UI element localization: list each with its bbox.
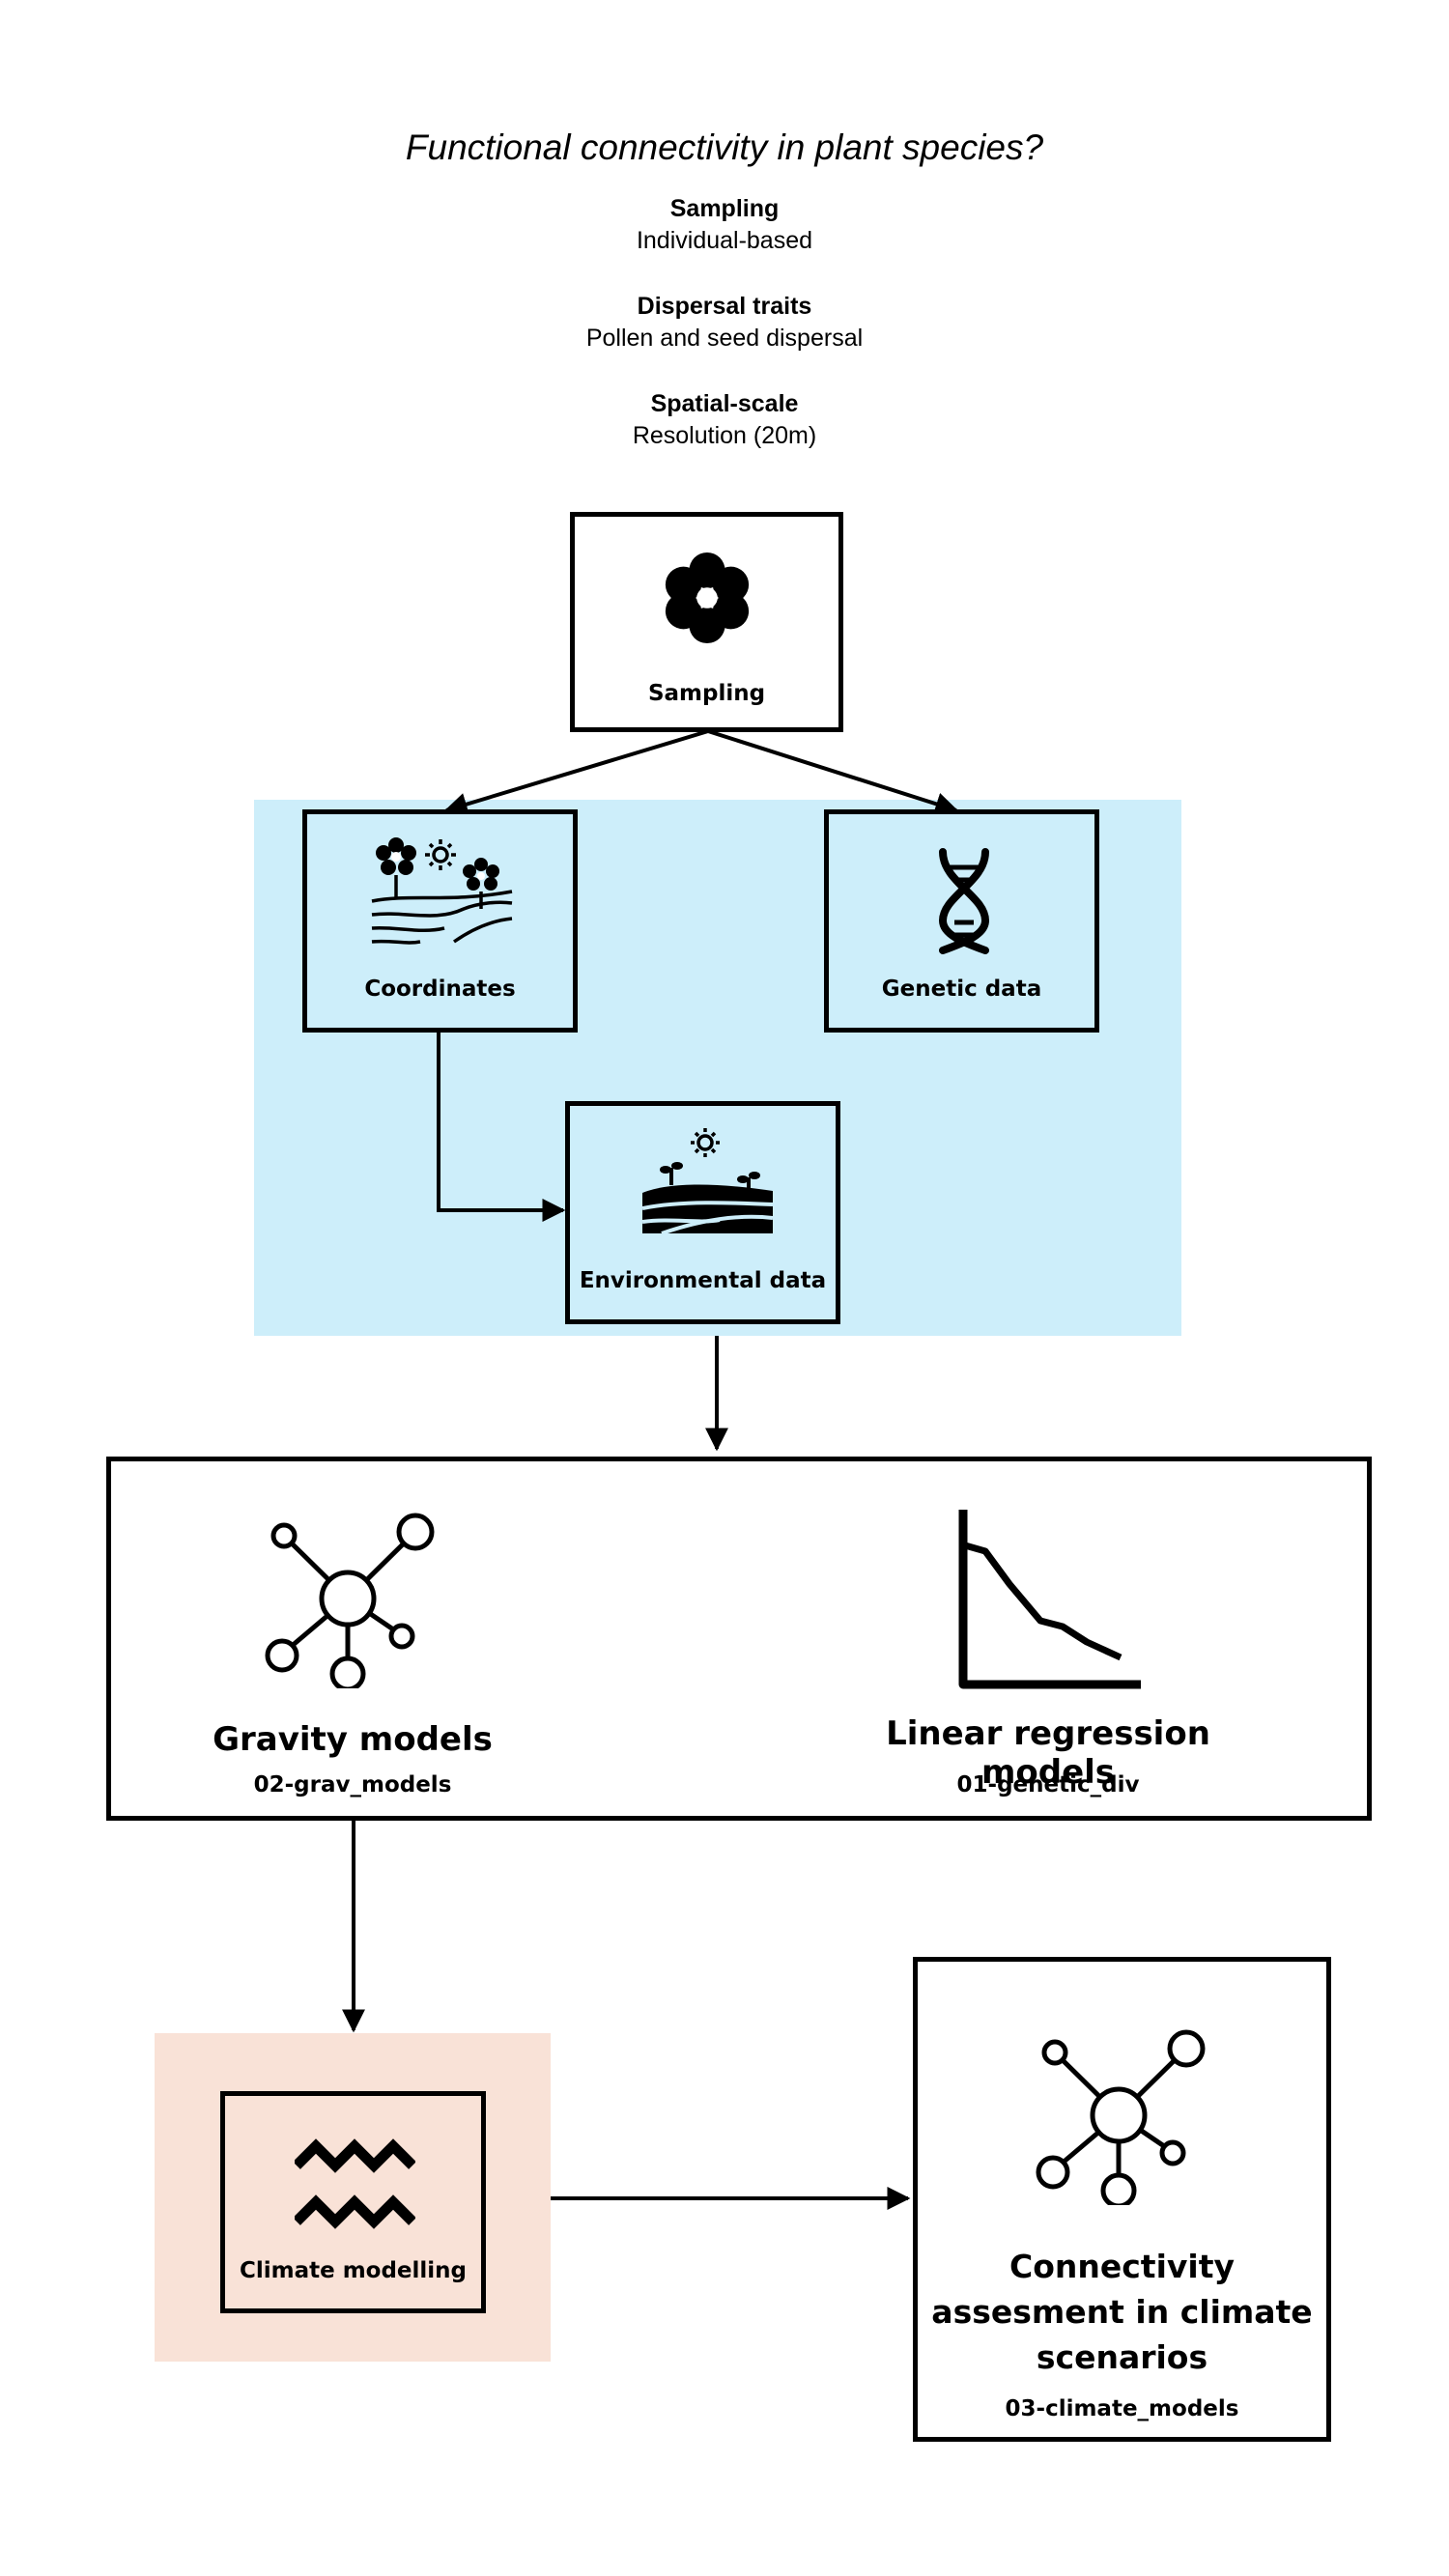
gravity-models-code: 02-grav_models	[253, 1772, 452, 1798]
field-sun-icon	[642, 1128, 773, 1233]
connectivity-assessment-node: Connectivity assesment in climate scenar…	[913, 1957, 1331, 2442]
network-icon	[1036, 2029, 1206, 2205]
header-sampling-value: Individual-based	[636, 227, 813, 254]
climate-modelling-node: Climate modelling	[220, 2091, 486, 2313]
header-spatial-heading: Spatial-scale	[650, 390, 799, 417]
connectivity-title-line-2: assesment in climate	[931, 2293, 1313, 2331]
landscape-flowers-icon	[371, 837, 513, 945]
linear-regression-code: 01-genetic_div	[956, 1772, 1140, 1798]
models-container: Gravity models 02-grav_models Linear reg…	[106, 1457, 1372, 1821]
linear-regression-label: Linear regression models	[886, 1714, 1210, 1792]
dna-icon	[938, 848, 990, 954]
connectivity-title-line-1: Connectivity	[1009, 2248, 1235, 2285]
gravity-models-network-icon	[265, 1513, 435, 1688]
connectivity-code: 03-climate_models	[1005, 2396, 1239, 2421]
sampling-node: Sampling	[570, 512, 843, 732]
header-dispersal-heading: Dispersal traits	[637, 293, 812, 320]
diagram-question: Functional connectivity in plant species…	[405, 127, 1044, 167]
arrow-coordinates-to-environmental	[437, 1032, 566, 1222]
coordinates-label: Coordinates	[364, 977, 516, 1002]
climate-modelling-label: Climate modelling	[239, 2258, 468, 2283]
gravity-models-label: Gravity models	[213, 1720, 493, 1759]
zigzag-waves-icon	[295, 2138, 415, 2229]
line-chart-icon	[958, 1510, 1141, 1689]
arrow-sampling-to-genetic	[707, 729, 959, 815]
header-sampling-heading: Sampling	[669, 195, 780, 222]
connectivity-title: Connectivity assesment in climate scenar…	[918, 2244, 1326, 2380]
header-spatial-value: Resolution (20m)	[632, 422, 817, 449]
arrow-sampling-to-coordinates	[443, 729, 709, 816]
environmental-data-node: Environmental data	[565, 1101, 840, 1324]
genetic-data-label: Genetic data	[881, 977, 1042, 1002]
header-dispersal-value: Pollen and seed dispersal	[585, 325, 864, 352]
flower-icon	[665, 552, 750, 644]
connectivity-title-line-3: scenarios	[1036, 2338, 1208, 2376]
genetic-data-node: Genetic data	[824, 809, 1099, 1033]
sampling-label: Sampling	[647, 681, 766, 706]
coordinates-node: Coordinates	[302, 809, 578, 1033]
environmental-data-label: Environmental data	[579, 1268, 827, 1293]
